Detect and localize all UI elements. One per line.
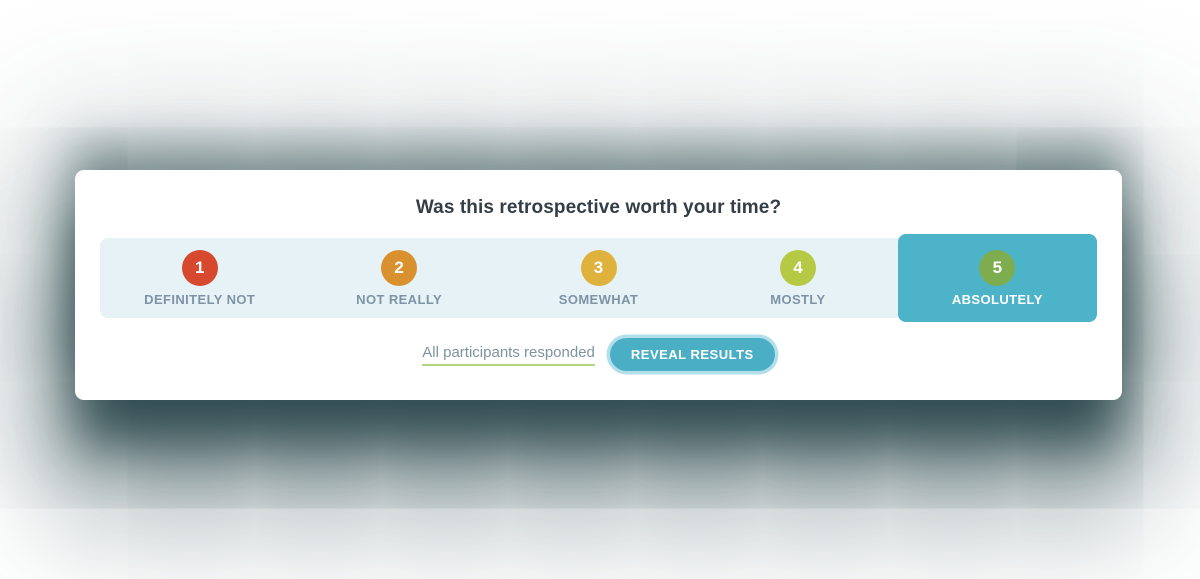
rating-label: NOT REALLY [356, 291, 443, 307]
poll-footer: All participants responded REVEAL RESULT… [75, 338, 1122, 371]
rating-option-2[interactable]: 2 NOT REALLY [299, 238, 498, 318]
rating-option-5[interactable]: 5 ABSOLUTELY [897, 234, 1098, 322]
rating-value: 4 [793, 257, 803, 277]
rating-circle-1: 1 [181, 249, 218, 286]
rating-option-3[interactable]: 3 SOMEWHAT [499, 238, 698, 318]
rating-circle-5: 5 [979, 249, 1016, 286]
rating-label: SOMEWHAT [558, 291, 639, 307]
rating-value: 3 [593, 257, 604, 277]
rating-circle-3: 3 [580, 249, 617, 286]
rating-option-4[interactable]: 4 MOSTLY [698, 238, 897, 318]
rating-value: 2 [394, 257, 404, 277]
rating-label: MOSTLY [770, 291, 826, 307]
rating-option-1[interactable]: 1 DEFINITELY NOT [100, 238, 299, 318]
rating-label: ABSOLUTELY [951, 291, 1043, 307]
participants-status-link[interactable]: All participants responded [422, 344, 595, 366]
rating-value: 1 [194, 257, 205, 277]
rating-scale: 1 DEFINITELY NOT 2 NOT REALLY 3 SOMEWHAT… [100, 234, 1098, 322]
rating-circle-4: 4 [779, 249, 816, 286]
rating-circle-2: 2 [381, 249, 418, 286]
rating-value: 5 [992, 257, 1003, 277]
reveal-results-button[interactable]: REVEAL RESULTS [609, 338, 775, 371]
rating-label: DEFINITELY NOT [144, 291, 256, 307]
poll-question: Was this retrospective worth your time? [415, 197, 782, 218]
poll-card: Was this retrospective worth your time? … [75, 170, 1122, 400]
